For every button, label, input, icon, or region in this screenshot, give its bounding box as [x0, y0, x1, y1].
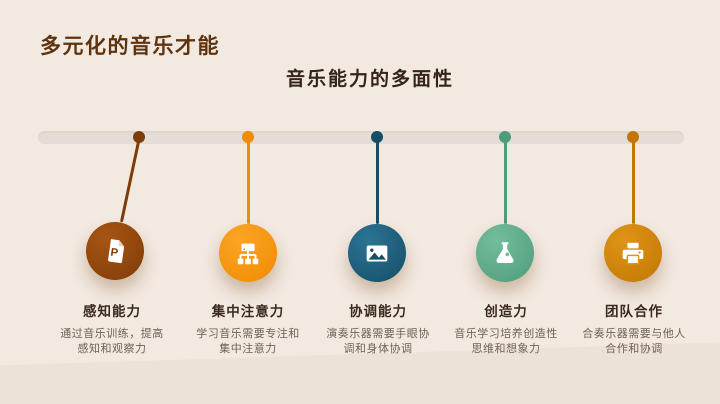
pendulum-string: [246, 137, 250, 224]
icon-bubble: [348, 224, 406, 282]
item-description: 音乐学习培养创造性 思维和想象力: [454, 328, 558, 355]
sitemap-icon: [237, 243, 259, 265]
label-column-perception: 感知能力 通过音乐训练，提高 感知和观察力: [37, 300, 187, 357]
pendulum-string: [375, 137, 379, 224]
label-column-coordination: 协调能力 演奏乐器需要手眼协 调和身体协调: [303, 300, 453, 357]
svg-text:P: P: [110, 247, 120, 260]
icon-bubble: [604, 224, 662, 282]
slide-title: 多元化的音乐才能: [40, 35, 220, 58]
printer-icon: [622, 242, 644, 265]
item-title: 感知能力: [83, 304, 141, 319]
flask-icon: [496, 242, 514, 264]
icon-bubble: [219, 224, 277, 282]
item-description: 合奏乐器需要与他人 合作和协调: [582, 328, 686, 355]
item-description: 通过音乐训练，提高 感知和观察力: [60, 328, 164, 355]
pendulum-string: [503, 137, 507, 224]
document-p-icon: P: [108, 239, 125, 264]
item-description: 演奏乐器需要手眼协 调和身体协调: [326, 328, 430, 355]
item-title: 团队合作: [605, 304, 663, 319]
pendulum-string: [119, 136, 141, 223]
item-title: 协调能力: [349, 304, 407, 319]
label-column-creativity: 创造力 音乐学习培养创造性 思维和想象力: [431, 300, 581, 357]
item-description: 学习音乐需要专注和 集中注意力: [196, 328, 300, 355]
item-title: 集中注意力: [211, 304, 285, 319]
timeline-bar: [38, 131, 684, 144]
label-column-focus: 集中注意力 学习音乐需要专注和 集中注意力: [173, 300, 323, 357]
icon-bubble: P: [86, 222, 144, 280]
pendulum-string: [631, 137, 635, 224]
image-icon: [366, 245, 388, 262]
label-column-teamwork: 团队合作 合奏乐器需要与他人 合作和协调: [559, 300, 709, 357]
slide-subtitle: 音乐能力的多面性: [285, 69, 454, 90]
item-title: 创造力: [484, 304, 528, 319]
icon-bubble: [476, 224, 534, 282]
